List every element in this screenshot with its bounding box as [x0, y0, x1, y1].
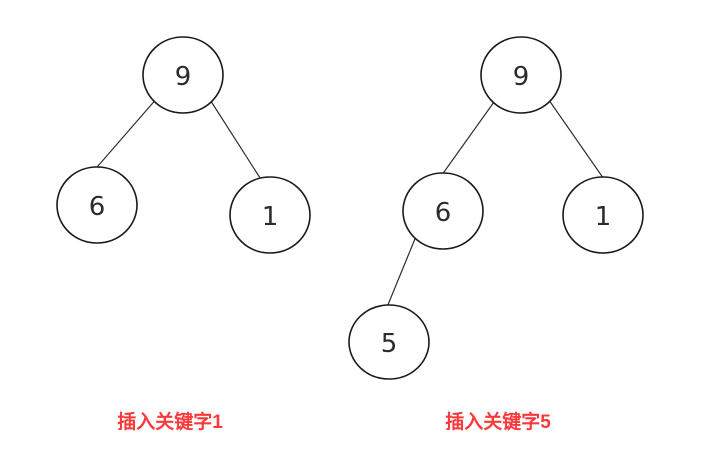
node-value-6: 6	[89, 192, 106, 222]
edge-9-to-1	[543, 92, 607, 183]
edge-6-to-5	[384, 233, 418, 313]
node-value-5: 5	[381, 329, 398, 359]
node-circle-1	[229, 176, 311, 254]
caption-insert-key-1: 插入关键字1	[117, 410, 223, 433]
node-circle-9	[480, 36, 562, 114]
node-circle-5	[348, 304, 430, 380]
edge-9-to-6	[90, 96, 159, 175]
node-value-1: 1	[262, 202, 279, 232]
node-circle-9	[142, 36, 224, 114]
node-value-9: 9	[513, 62, 530, 92]
node-circle-6	[56, 166, 138, 244]
tree-before-insert-5: 9 6 1 插入关键字1	[56, 36, 311, 433]
node-value-9: 9	[175, 62, 192, 92]
node-circle-6	[402, 172, 484, 250]
edge-9-to-1	[206, 94, 263, 182]
node-value-6: 6	[435, 198, 452, 228]
node-circle-1	[562, 176, 644, 254]
tree-after-insert-5: 9 6 1 5 插入关键字5	[348, 36, 644, 433]
node-value-1: 1	[595, 202, 612, 232]
caption-insert-key-5: 插入关键字5	[445, 410, 551, 433]
edge-9-to-6	[438, 94, 500, 180]
